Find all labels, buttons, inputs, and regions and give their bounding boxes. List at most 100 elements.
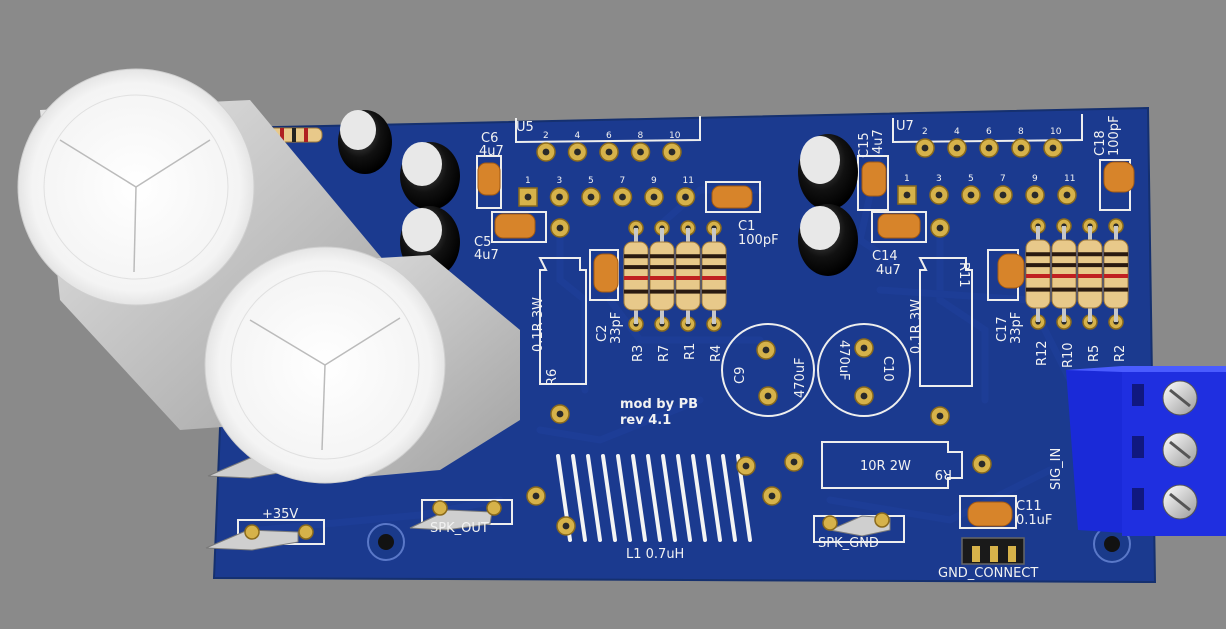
- pin-number: 9: [1032, 174, 1038, 184]
- c9-outline: [721, 323, 815, 417]
- c11-label: C11: [1016, 499, 1042, 514]
- c2-capacitor: [593, 253, 619, 293]
- through-hole-pad: [762, 486, 782, 506]
- c11-capacitor: [967, 501, 1013, 527]
- coil-winding: [706, 454, 722, 542]
- sig-in-terminal-block: [1066, 366, 1226, 536]
- l1-label: L1 0.7uH: [626, 547, 684, 562]
- axial-resistor: [1025, 218, 1051, 330]
- through-hole-pad: [526, 486, 546, 506]
- r9-outline: [821, 441, 963, 489]
- pin-number: 2: [543, 131, 549, 141]
- pin-number: 4: [575, 131, 581, 141]
- c11-value: 0.1uF: [1016, 513, 1052, 528]
- r10-label: R10: [1061, 342, 1076, 368]
- c5-capacitor: [494, 213, 536, 239]
- header-pin: [915, 138, 935, 158]
- coil-winding: [571, 454, 587, 542]
- header-pin: [630, 142, 651, 162]
- c10-label: C10: [880, 356, 895, 382]
- coil-winding: [616, 454, 632, 542]
- r2-label: R2: [1113, 345, 1128, 362]
- gnd-connect-header: [961, 537, 1025, 565]
- header-pin: [993, 185, 1013, 205]
- r9-value: 10R 2W: [860, 459, 911, 474]
- axial-resistor: [701, 220, 727, 332]
- sig-in-label: SIG_IN: [1049, 448, 1064, 490]
- header-pin: [581, 187, 601, 207]
- credit-text: mod by PB: [620, 397, 698, 412]
- coil-winding: [661, 454, 677, 542]
- spk-out-terminal: [409, 499, 513, 531]
- c1-value: 100pF: [738, 233, 779, 248]
- through-hole-pad: [930, 406, 950, 426]
- c11-outline: [959, 495, 1017, 529]
- pin-number: 6: [606, 131, 612, 141]
- pin-number: 2: [922, 127, 928, 137]
- coil-winding: [631, 454, 647, 542]
- r6-outline: [538, 257, 587, 385]
- c9-value: 470uF: [793, 357, 808, 398]
- l1-coil: [556, 454, 752, 542]
- c6-capacitor: [477, 162, 501, 196]
- pin-number: 7: [620, 176, 626, 186]
- coil-winding: [586, 454, 602, 542]
- u7-label: U7: [896, 119, 914, 134]
- pin-number: 1: [904, 174, 910, 184]
- through-hole-pad: [930, 218, 950, 238]
- header-pin: [675, 187, 696, 207]
- spk-gnd-label: SPK_GND: [818, 536, 879, 551]
- c6-outline: [476, 155, 502, 209]
- through-hole-pad: [784, 452, 804, 472]
- pin-number: 3: [936, 174, 942, 184]
- r3-label: R3: [631, 345, 646, 362]
- pin-number: 11: [1064, 174, 1075, 184]
- axial-resistor: [1051, 218, 1077, 330]
- misc-pads: [526, 218, 992, 536]
- electrolytic-cap-1: [338, 110, 392, 174]
- pin-number: 8: [1018, 127, 1024, 137]
- u5-label: U5: [516, 120, 534, 135]
- plus35v-terminal: [205, 519, 325, 551]
- c1-label: C1: [738, 219, 755, 234]
- r11-value: 0.1R 3W: [909, 299, 924, 354]
- electrolytic-cap-5: [798, 204, 858, 276]
- r6-label: R6: [545, 369, 560, 386]
- axial-resistor: [649, 220, 675, 332]
- coil-winding: [721, 454, 737, 542]
- r1-label: R1: [683, 343, 698, 360]
- large-filter-cap-lower: [204, 246, 520, 484]
- c18-value: 100pF: [1107, 115, 1122, 156]
- c18-label: C18: [1093, 130, 1108, 156]
- coil-winding: [676, 454, 692, 542]
- spk-gnd-terminal: [813, 512, 905, 543]
- header-pin: [662, 142, 682, 162]
- spk-out-label: SPK_OUT: [430, 521, 489, 536]
- c10-value: 470uF: [836, 340, 851, 381]
- c1-capacitor: [711, 185, 753, 209]
- c6-value: 4u7: [479, 144, 504, 159]
- coil-winding: [691, 454, 707, 542]
- c17-label: C17: [995, 316, 1010, 342]
- c5-label: C5: [474, 235, 491, 250]
- c1-outline: [705, 181, 761, 213]
- c15-capacitor: [861, 161, 887, 197]
- r4-label: R4: [709, 345, 724, 362]
- through-hole-pad: [758, 386, 778, 406]
- c5-value: 4u7: [474, 248, 499, 263]
- pin-number: 5: [588, 176, 594, 186]
- c18-capacitor: [1103, 161, 1135, 193]
- c10-outline: [817, 323, 911, 417]
- resistor-bank-left: [623, 220, 727, 332]
- c14-value: 4u7: [876, 263, 901, 278]
- r5-label: R5: [1087, 345, 1102, 362]
- header-pin: [961, 185, 981, 205]
- header-pin: [1043, 138, 1063, 158]
- c2-label: C2: [595, 325, 610, 342]
- c15-outline: [857, 155, 889, 211]
- pin-number: 5: [968, 174, 974, 184]
